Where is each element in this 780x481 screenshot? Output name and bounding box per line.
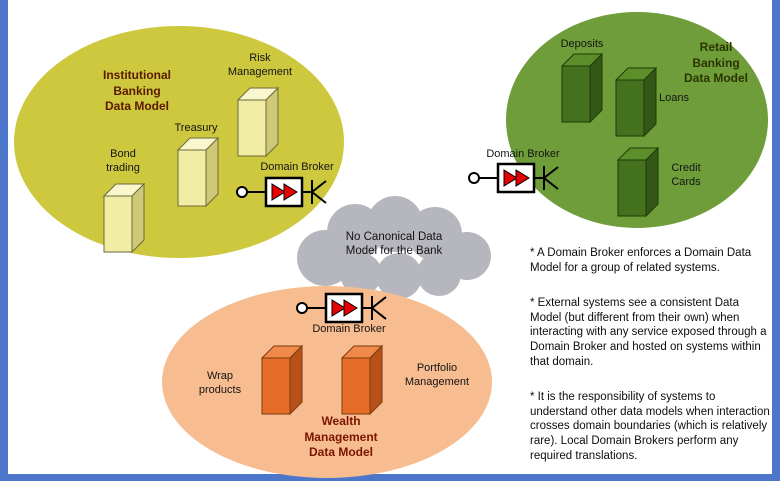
system-box-deposits: [560, 52, 604, 124]
system-label-bond-trading: Bond trading: [106, 148, 140, 174]
institutional-banking-title: Institutional Banking Data Model: [103, 68, 171, 114]
system-label-treasury: Treasury: [174, 122, 218, 134]
system-box-risk-management: [236, 86, 280, 158]
cloud-text: No Canonical Data Model for the Bank: [345, 231, 443, 258]
domain-broker-label-institutional: Domain Broker: [260, 161, 334, 173]
domain-broker-label-wealth: Domain Broker: [312, 323, 386, 335]
system-box-portfolio-management: [340, 344, 384, 416]
system-label-wrap-products: Wrap products: [198, 370, 242, 396]
system-box-credit-cards: [616, 146, 660, 218]
retail-banking-title: Retail Banking Data Model: [683, 40, 748, 86]
system-box-wrap-products: [260, 344, 304, 416]
note-external-systems: * External systems see a consistent Data…: [530, 297, 767, 368]
domain-broker-icon-wealth: [296, 292, 387, 324]
system-label-risk-management: Risk Management: [227, 52, 293, 78]
wealth-management-title: Wealth Management Data Model: [304, 414, 378, 460]
notes-panel: * A Domain Broker enforces a Domain Data…: [530, 246, 770, 476]
no-canonical-model-cloud: [297, 196, 491, 299]
system-box-loans: [614, 66, 658, 138]
system-box-bond-trading: [102, 182, 146, 254]
frame-edge-left: [0, 0, 8, 481]
system-label-portfolio-management: Portfolio Management: [404, 362, 470, 388]
system-label-loans: Loans: [659, 92, 689, 104]
note-responsibility: * It is the responsibility of systems to…: [530, 391, 770, 462]
domain-broker-label-retail: Domain Broker: [486, 148, 560, 160]
frame-edge-right: [772, 0, 780, 481]
domain-broker-icon-retail: [468, 162, 559, 194]
institutional-banking-domain-ellipse: [14, 26, 344, 258]
note-domain-broker-enforces: * A Domain Broker enforces a Domain Data…: [530, 247, 752, 274]
domain-broker-icon-institutional: [236, 176, 327, 208]
system-label-deposits: Deposits: [560, 38, 604, 50]
frame-edge-bottom: [0, 474, 780, 481]
system-box-treasury: [176, 136, 220, 208]
system-label-credit-cards: Credit Cards: [671, 162, 701, 188]
